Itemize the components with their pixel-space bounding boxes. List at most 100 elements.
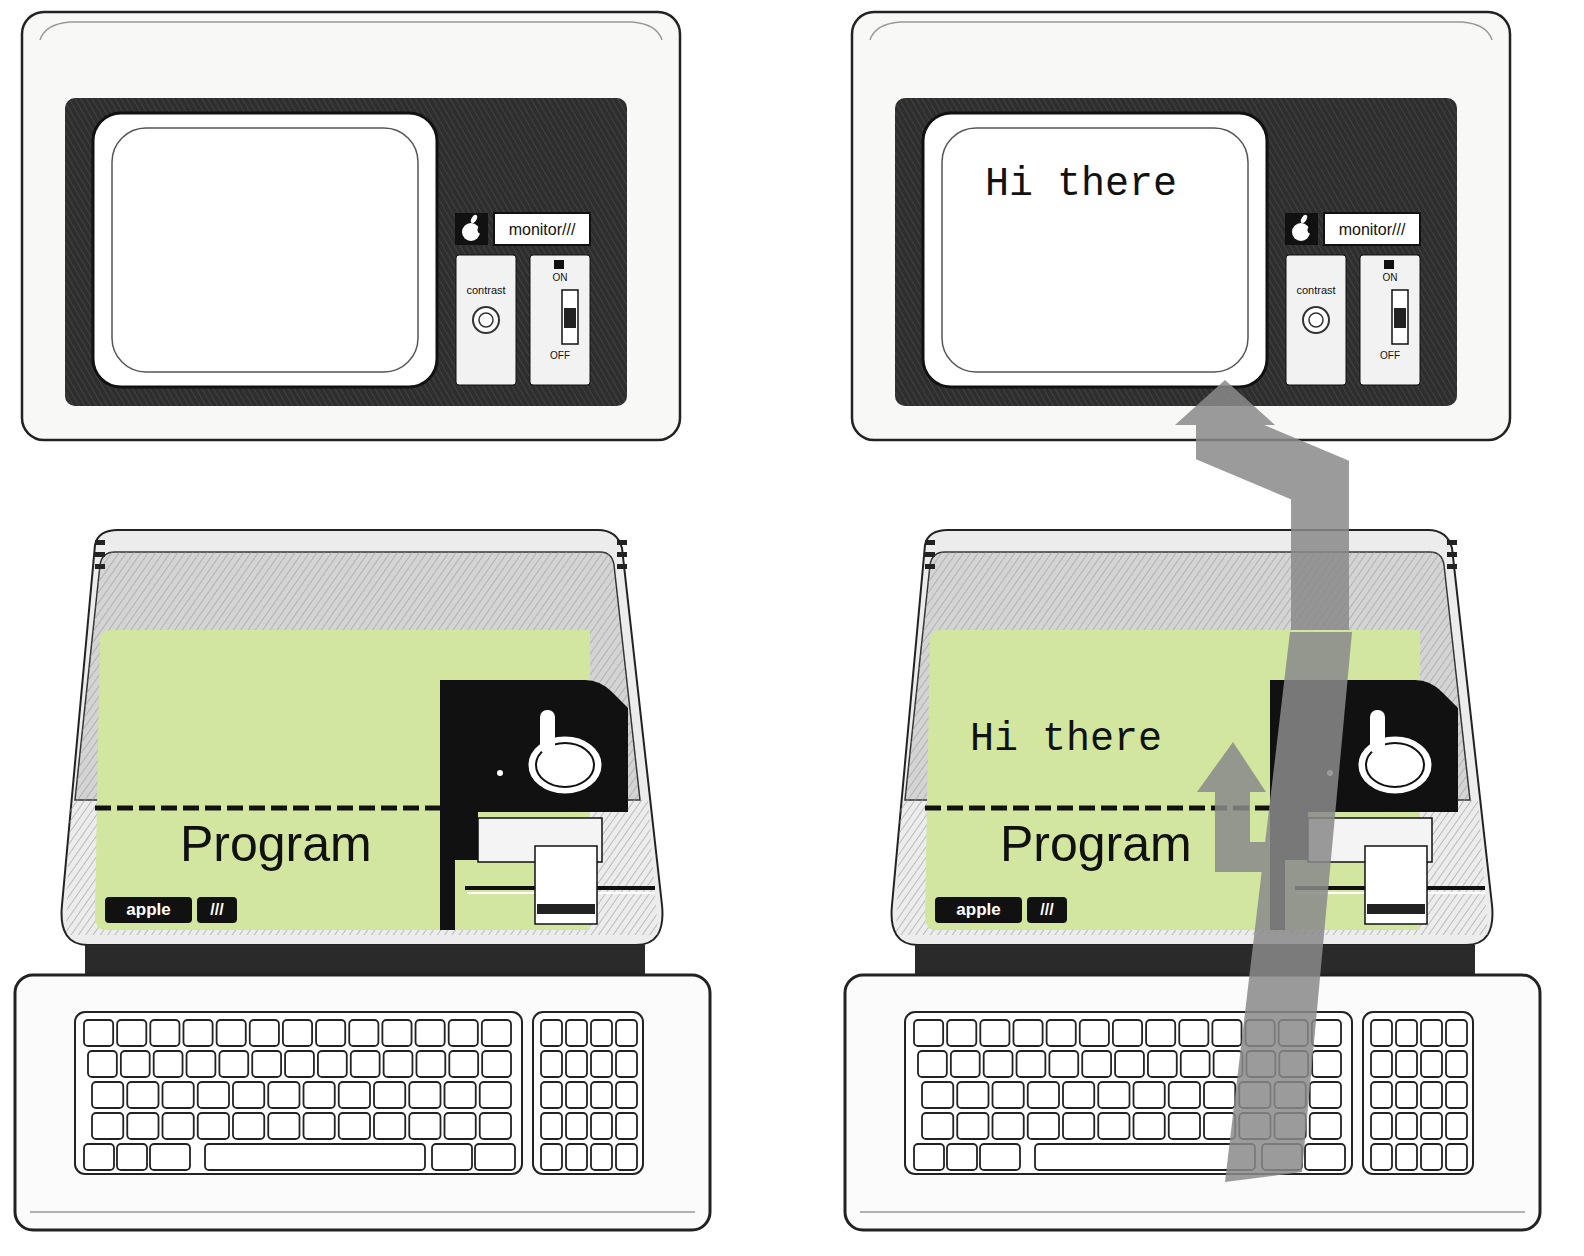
key — [163, 1113, 194, 1139]
key — [1017, 1051, 1046, 1077]
key — [88, 1051, 117, 1077]
diskette-hub-ring — [521, 721, 609, 809]
apple-logo-plate — [1285, 213, 1318, 245]
keypad-key — [591, 1082, 612, 1108]
model-text: /// — [1027, 899, 1067, 921]
case-vent — [1447, 540, 1457, 545]
key — [339, 1113, 370, 1139]
key — [127, 1082, 158, 1108]
contrast-knob-center — [479, 313, 493, 327]
monitor-bezel — [65, 98, 627, 406]
power-switch-slot — [562, 290, 578, 344]
key — [252, 1051, 281, 1077]
key — [1305, 1144, 1345, 1170]
contrast-knob-center — [1309, 313, 1323, 327]
screen-frame — [93, 113, 437, 387]
key — [150, 1144, 190, 1170]
model-badge — [197, 897, 237, 923]
key — [154, 1051, 183, 1077]
key — [1098, 1082, 1129, 1108]
key — [285, 1051, 314, 1077]
model-text: /// — [197, 899, 237, 921]
key — [316, 1020, 345, 1046]
diskette-slot — [540, 710, 555, 754]
model-badge — [1027, 897, 1067, 923]
key — [416, 1020, 445, 1046]
keypad-key — [591, 1020, 612, 1046]
key — [980, 1144, 1020, 1170]
key — [445, 1082, 476, 1108]
keypad-key — [1446, 1113, 1467, 1139]
key — [922, 1082, 953, 1108]
drive-lever — [1365, 846, 1427, 924]
case-vent — [925, 552, 935, 557]
diskette-index-hole — [497, 770, 503, 776]
screen-glass — [942, 128, 1248, 372]
keypad-key — [1396, 1082, 1417, 1108]
key — [205, 1144, 425, 1170]
power-indicator — [554, 260, 564, 269]
key — [1013, 1020, 1042, 1046]
monitor-bezel — [895, 98, 1457, 406]
case-vent — [1447, 564, 1457, 569]
input-band — [1225, 632, 1352, 1182]
contrast-knob — [1303, 307, 1329, 333]
keypad-key — [616, 1082, 637, 1108]
key — [233, 1082, 264, 1108]
keypad-key — [566, 1020, 587, 1046]
key — [1098, 1113, 1129, 1139]
key — [980, 1020, 1009, 1046]
key — [1312, 1020, 1341, 1046]
apple-logo — [462, 223, 480, 241]
key — [84, 1020, 113, 1046]
key — [384, 1051, 413, 1077]
power-panel — [1360, 255, 1420, 385]
key — [409, 1082, 440, 1108]
key — [1169, 1082, 1200, 1108]
switch-label: ON — [1362, 271, 1418, 285]
keypad-key — [566, 1113, 587, 1139]
key — [1049, 1051, 1078, 1077]
key — [1080, 1020, 1109, 1046]
keypad-key — [1446, 1082, 1467, 1108]
key — [1028, 1082, 1059, 1108]
power-indicator — [1384, 260, 1394, 269]
screen-text: Hi there — [985, 161, 1177, 209]
keypad-key — [1446, 1144, 1467, 1170]
keypad-key — [1446, 1051, 1467, 1077]
key — [268, 1113, 299, 1139]
case-vent — [617, 540, 627, 545]
key — [233, 1113, 264, 1139]
apple-logo-plate — [455, 213, 488, 245]
computer-case — [62, 530, 663, 945]
key — [150, 1020, 179, 1046]
keypad-key — [1371, 1144, 1392, 1170]
drive-lever — [535, 846, 597, 924]
keypad-key — [1446, 1020, 1467, 1046]
memory-text: Program — [180, 814, 372, 874]
key — [409, 1113, 440, 1139]
keypad-key — [591, 1113, 612, 1139]
keypad-key — [1396, 1020, 1417, 1046]
key — [482, 1020, 511, 1046]
case-vent — [95, 540, 105, 545]
contrast-knob — [473, 307, 499, 333]
power-panel — [530, 255, 590, 385]
key — [432, 1144, 472, 1170]
key — [480, 1082, 511, 1108]
keypad-key — [616, 1144, 637, 1170]
case-vent — [617, 552, 627, 557]
key — [1134, 1082, 1165, 1108]
case-vent — [95, 552, 105, 557]
brand-text: apple — [935, 899, 1022, 921]
keypad-key — [566, 1082, 587, 1108]
case-vent — [925, 564, 935, 569]
arrow-head — [1175, 380, 1275, 425]
contrast-panel — [456, 255, 516, 385]
key — [416, 1051, 445, 1077]
key — [475, 1144, 515, 1170]
key — [957, 1082, 988, 1108]
apple-logo-bite — [478, 227, 485, 234]
key — [318, 1051, 347, 1077]
key-well — [75, 1012, 522, 1174]
